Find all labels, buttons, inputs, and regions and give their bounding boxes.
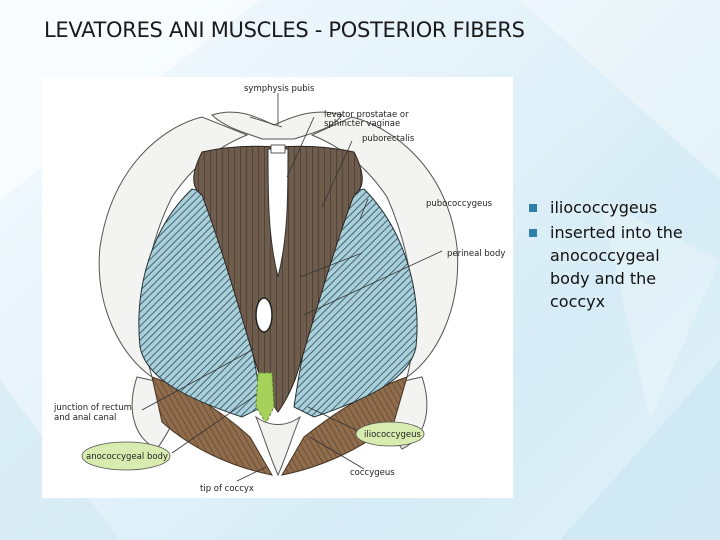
anal-opening [255,297,273,333]
pubococcygeus-muscle [193,145,363,413]
pelvic-bone [98,111,459,450]
bullet-list: iliococcygeus inserted into the anococcy… [528,196,688,315]
label-levator-line1: levator prostatae or [324,110,409,120]
square-bullet-icon [529,204,537,212]
bullet-item: inserted into the anococcygeal body and … [528,221,688,313]
bullet-text: inserted into the anococcygeal body and … [550,223,683,311]
pelvic-floor-diagram: symphysis pubis levator prostatae or sph… [53,84,505,494]
label-iliococcygeus: iliococcygeus [364,430,422,440]
leader-lines [141,93,443,482]
label-levator-line2: sphincter vaginae [324,119,400,129]
bullet-item: iliococcygeus [528,196,688,219]
coccyx [254,415,302,477]
urogenital-hiatus [267,148,289,278]
anatomy-figure: symphysis pubis levator prostatae or sph… [42,77,513,498]
label-coccygeus: coccygeus [350,468,395,478]
label-symphysis-pubis: symphysis pubis [244,84,315,94]
bullet-text: iliococcygeus [550,198,658,217]
iliococcygeus-highlight [355,421,425,447]
label-perineal-body: perineal body [447,249,505,259]
label-junction-line1: junction of rectum [53,403,132,413]
anococcygeal-body-highlight [81,441,171,471]
label-junction-line2: and anal canal [54,413,116,423]
square-bullet-icon [529,229,537,237]
label-pubococcygeus: pubococcygeus [426,199,493,209]
label-tip-of-coccyx: tip of coccyx [200,484,254,494]
label-anococcygeal-body: anococcygeal body [86,452,168,462]
label-puborectalis: puborectalis [362,134,415,144]
anococcygeal-raphe [255,372,275,425]
slide-title: LEVATORES ANI MUSCLES - POSTERIOR FIBERS [44,18,525,42]
